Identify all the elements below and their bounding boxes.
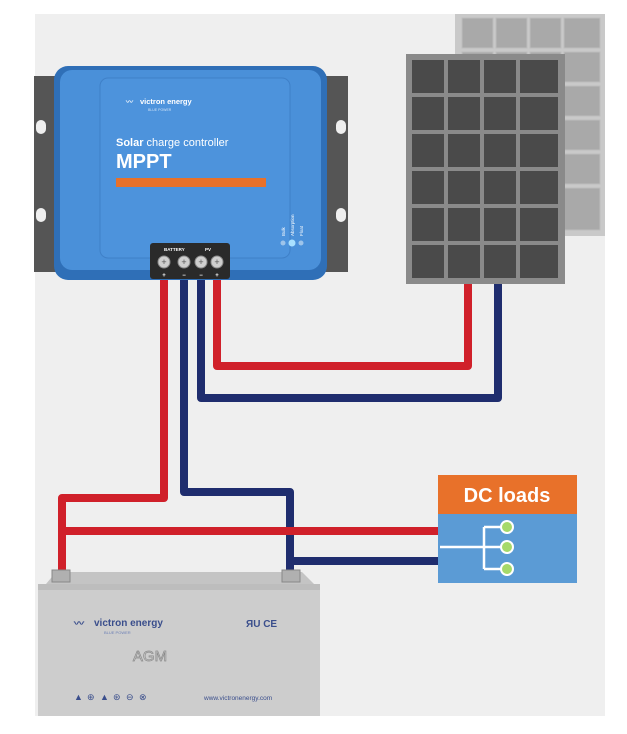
- led-label-bulk: Bulk: [281, 226, 286, 236]
- wiring: [58, 278, 502, 576]
- led-absorption: [288, 239, 296, 247]
- led-label-float: Float: [299, 225, 304, 236]
- terminal-sign-2: −: [182, 273, 186, 279]
- controller-brand-icon: 〰: [125, 99, 134, 106]
- svg-text:+: +: [198, 257, 203, 267]
- battery-type: AGM: [133, 648, 167, 665]
- terminal-sign-3: −: [199, 273, 203, 279]
- led-bulk: [280, 240, 286, 246]
- dc-loads-box: DC loads: [438, 475, 577, 583]
- battery-terminal-negative: [281, 569, 301, 583]
- controller-accent-bar: [116, 178, 266, 187]
- battery-brand: victron energy: [94, 618, 163, 629]
- pv-positive-wire: [213, 278, 472, 370]
- battery-cert-marks: ЯU CE: [246, 619, 277, 630]
- battery-safety-symbols: ▲ ⊕ ▲ ⊛ ⊖ ⊗: [74, 692, 147, 702]
- safety-symbol-5: ⊖: [126, 692, 134, 702]
- battery-lid: [46, 572, 314, 584]
- load-connector-3: [500, 562, 514, 576]
- safety-symbol-3: ▲: [100, 692, 109, 702]
- terminal-label-pv: PV: [205, 247, 211, 252]
- terminal-block: BATTERY PV + + + + + − − +: [150, 243, 230, 279]
- load-connector-1: [500, 520, 514, 534]
- controller-brand-tagline: BLUE POWER: [148, 108, 172, 112]
- terminal-sign-1: +: [162, 273, 166, 279]
- battery-website: www.victronenergy.com: [203, 695, 272, 702]
- svg-text:+: +: [181, 257, 186, 267]
- load-connector-2: [500, 540, 514, 554]
- dc-loads-header: [438, 475, 577, 514]
- safety-symbol-1: ▲: [74, 692, 83, 702]
- safety-symbol-4: ⊛: [113, 692, 121, 702]
- battery-terminal-positive: [51, 569, 71, 583]
- terminal-label-battery: BATTERY: [164, 247, 185, 252]
- battery-positive-wire: [58, 278, 168, 576]
- led-label-absorption: Absorption: [290, 214, 295, 236]
- battery-case: [38, 584, 320, 716]
- status-leds: Bulk Absorption Float: [280, 214, 304, 247]
- svg-text:+: +: [214, 257, 219, 267]
- battery-brand-icon: 〰: [73, 619, 85, 630]
- svg-text:+: +: [161, 257, 166, 267]
- battery-brand-tagline: BLUE POWER: [104, 630, 131, 635]
- battery: 〰 victron energy BLUE POWER ЯU CE AGM ▲ …: [38, 569, 320, 716]
- terminal-sign-4: +: [215, 273, 219, 279]
- solar-panel-front: [406, 54, 565, 284]
- led-float: [298, 240, 304, 246]
- dc-loads-title: DC loads: [464, 485, 551, 507]
- safety-symbol-2: ⊕: [87, 692, 95, 702]
- controller-brand: victron energy: [140, 97, 193, 106]
- safety-symbol-6: ⊗: [139, 692, 147, 702]
- dc-loads-branch-icon: [440, 525, 502, 571]
- pv-negative-wire: [197, 278, 502, 402]
- controller-model: MPPT: [116, 151, 172, 173]
